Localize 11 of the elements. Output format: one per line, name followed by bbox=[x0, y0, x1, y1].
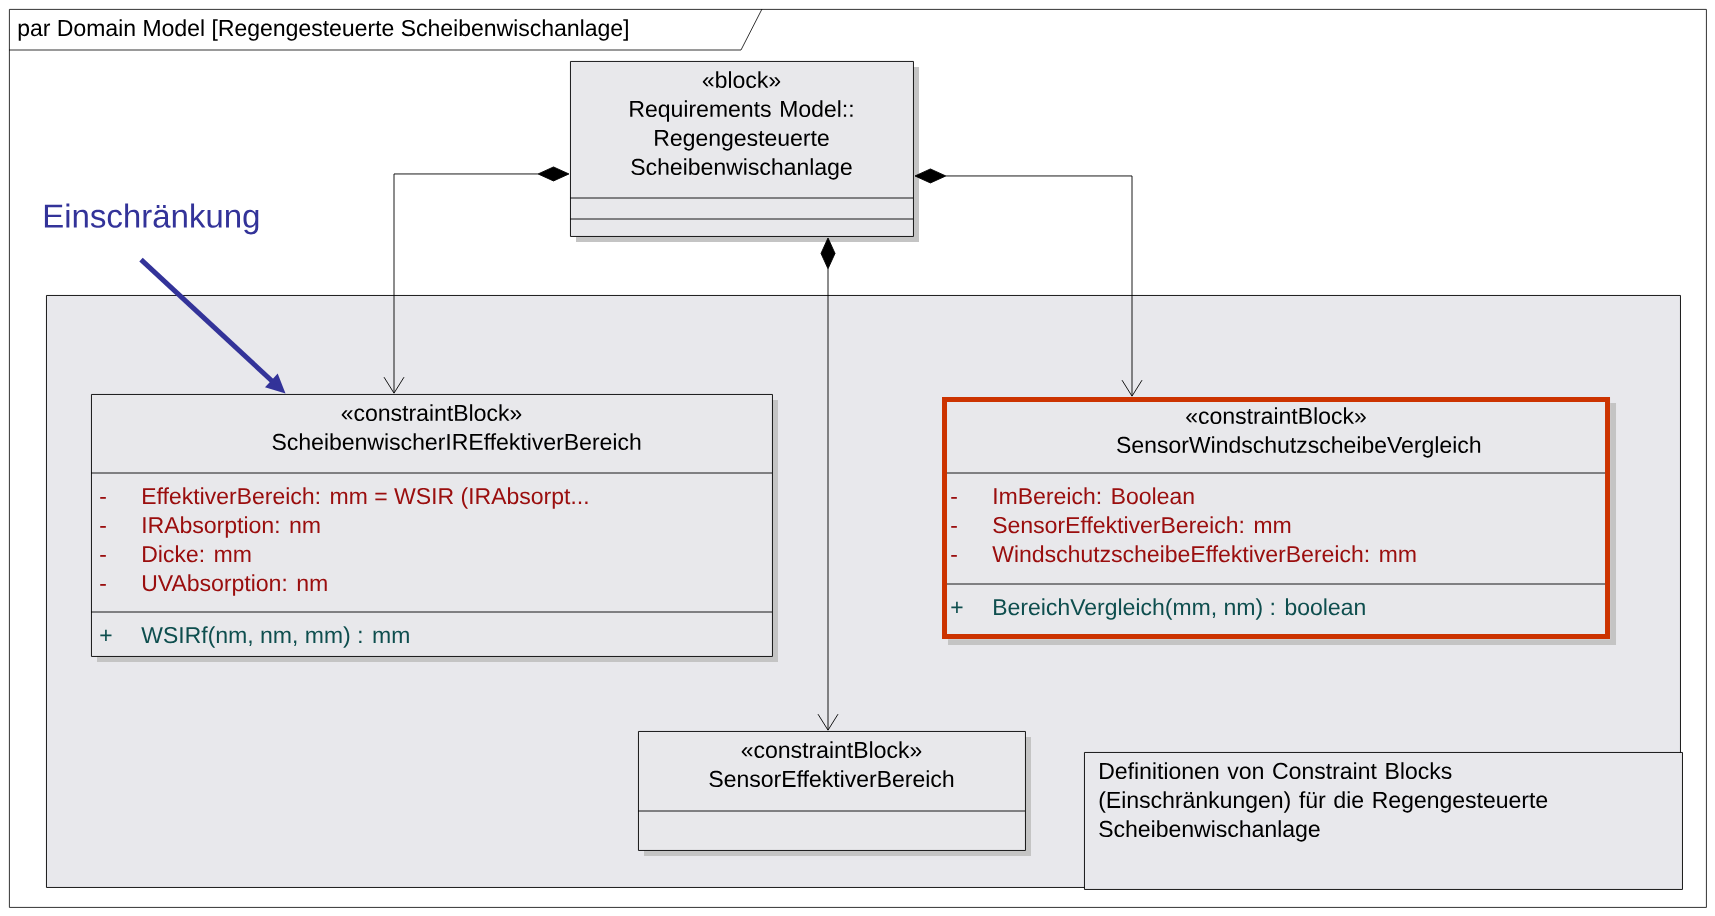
operation-compartment: + BereichVergleich(mm, nm) : boolean bbox=[946, 583, 1606, 620]
callout-text: Einschränkung bbox=[44, 203, 259, 235]
composition-arrow bbox=[383, 166, 570, 394]
composition-arrow bbox=[914, 168, 1143, 397]
block-box: «block» Requirements Model:: Regengesteuerte Scheibenwischanlage bbox=[570, 61, 919, 242]
attribute-compartment: - EffektiverBereich: mm = WSIR (IRAbsorpt... - IRAbsorption: nm - Dicke: mm - UVAbsorption: nm bbox=[90, 472, 773, 596]
note-box: Definitionen von Constraint Blocks (Einschränkungen) für die Regengesteuerte Scheibenwischanlage bbox=[1084, 752, 1683, 890]
constraint-block: «constraintBlock» SensorEffektiverBereich bbox=[638, 731, 1031, 856]
attribute-compartment: - ImBereich: Boolean - SensorEffektiverBereich: mm - WindschutzscheibeEffektiverBereich: mm bbox=[946, 472, 1606, 563]
operation-compartment: + WSIRf(nm, nm, mm) : mm bbox=[90, 611, 773, 648]
composition-arrow bbox=[817, 237, 839, 731]
